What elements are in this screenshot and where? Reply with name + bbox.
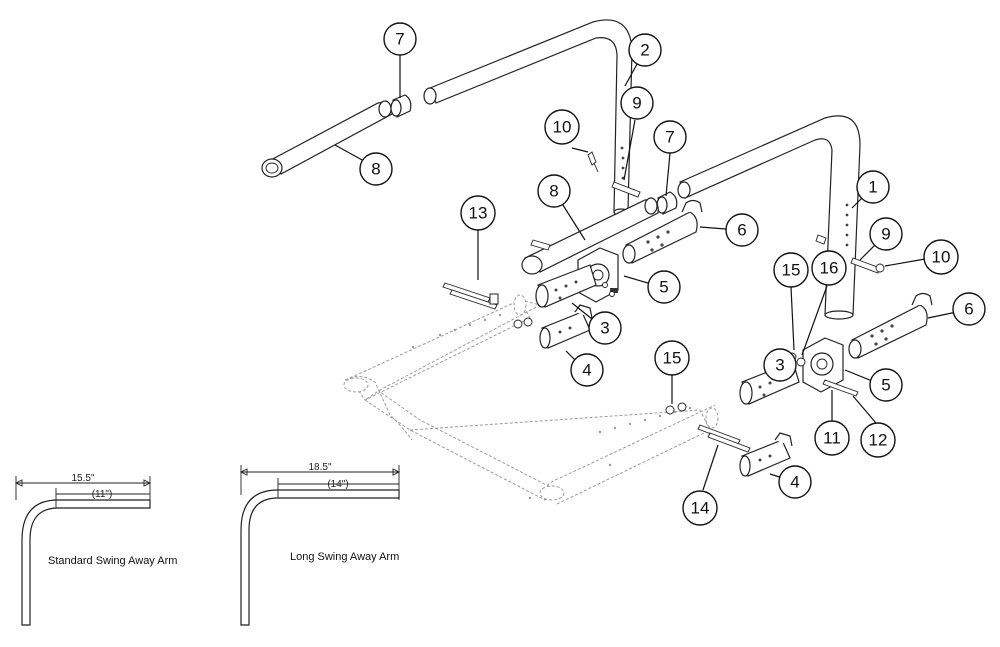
callout-9-right: 9 [869,217,903,251]
callout-7-right: 7 [653,120,687,154]
callout-15-center-label: 15 [663,349,682,368]
callout-9-left-label: 9 [632,94,641,113]
armrest-pad-left [261,100,393,178]
mount-sleeve-right [739,432,793,477]
callout-10-left-label: 10 [553,118,572,137]
callout-12-label: 12 [869,431,888,450]
armrest-pad-right [521,197,659,275]
callout-5-right-label: 5 [881,376,890,395]
callout-4-left: 4 [570,353,604,387]
callout-4-left-label: 4 [582,361,591,380]
arm-receiver-lower-right [848,292,933,359]
callout-4-right: 4 [778,465,812,499]
arm-receiver-upper [622,199,703,264]
callout-12: 12 [860,422,896,458]
callout-7-left: 7 [383,22,417,56]
callout-15-right: 15 [773,252,809,288]
swing-away-clamp-right [802,337,844,393]
callout-3-right-label: 3 [775,356,784,375]
callout-4-right-label: 4 [790,473,799,492]
standard-arm-caption: Standard Swing Away Arm [48,555,177,567]
callout-6-upper: 6 [725,213,759,247]
callout-8-right-label: 8 [549,182,558,201]
tube-insert-left [390,94,412,118]
long-arm-caption: Long Swing Away Arm [290,551,399,563]
callout-1: 1 [856,170,890,204]
callout-5-left: 5 [647,270,681,304]
callout-10-right: 10 [923,239,959,275]
arm-tube-right [677,115,861,320]
callout-7-left-label: 7 [395,30,404,49]
callout-3-left: 3 [588,311,622,345]
callout-13: 13 [460,195,496,231]
long-arm-detail: 18.5" (14") Long Swing Away Arm [239,462,401,626]
callout-7-right-label: 7 [665,128,674,147]
standard-arm-detail: 15.5" (11") Standard Swing Away Arm [14,473,177,626]
tube-insert-right [656,191,678,215]
callout-8-right: 8 [537,174,571,208]
callout-16: 16 [811,250,847,286]
mount-sleeve-left [539,304,593,349]
callout-3-right: 3 [763,348,797,382]
callout-2-label: 2 [640,41,649,60]
long-overall-dimension: 18.5" [308,462,331,473]
receiver-tube-left [535,264,597,308]
callout-14-label: 14 [691,499,710,518]
callout-15-center: 15 [654,340,690,376]
callout-8-left-label: 8 [371,160,380,179]
callout-3-left-label: 3 [600,319,609,338]
long-inner-dimension: (14") [327,479,348,490]
callout-5-left-label: 5 [659,278,668,297]
standard-inner-dimension: (11") [92,489,113,500]
wheelchair-frame-ghost [343,294,719,506]
callout-15-right-label: 15 [782,261,801,280]
callout-10-right-label: 10 [932,248,951,267]
callout-6-right: 6 [952,292,986,326]
callout-6-right-label: 6 [964,300,973,319]
callout-9-left: 9 [620,86,654,120]
callout-11-label: 11 [823,429,841,448]
callout-13-label: 13 [469,204,488,223]
callout-6-upper-label: 6 [737,221,746,240]
callout-14: 14 [682,490,718,526]
callout-8-left: 8 [359,152,393,186]
callout-10-left: 10 [544,109,580,145]
callout-9-right-label: 9 [881,225,890,244]
standard-overall-dimension: 15.5" [71,473,94,484]
callout-5-right: 5 [869,368,903,402]
callout-16-label: 16 [820,259,839,278]
callout-11: 11 [814,420,850,456]
arm-tube-left [423,19,633,216]
callout-2: 2 [628,33,662,67]
callout-1-label: 1 [868,178,877,197]
